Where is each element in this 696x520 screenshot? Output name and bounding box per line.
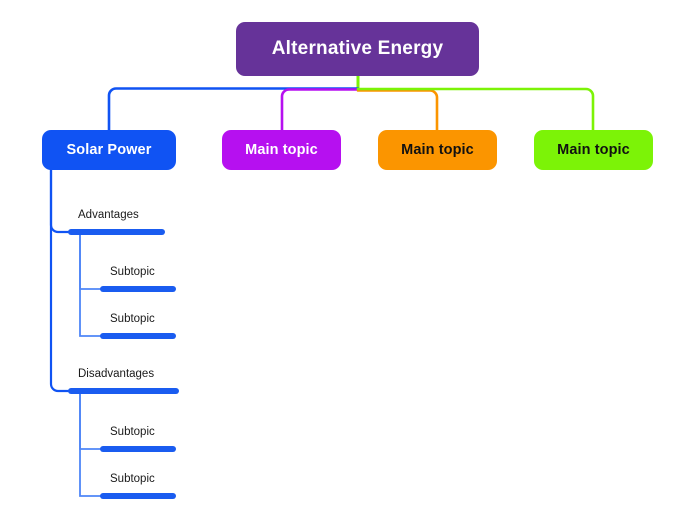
- branch-label-subtopic[interactable]: Subtopic: [110, 473, 155, 485]
- connector-disadvantages-subtopic-2: [79, 390, 101, 497]
- connector-solar-to-advantages: [49, 168, 72, 234]
- connector-to-main-topic-2: [280, 88, 360, 132]
- main-topic-node-2[interactable]: Main topic: [222, 130, 341, 170]
- branch-label-subtopic[interactable]: Subtopic: [110, 426, 155, 438]
- branch-bar-disadvantages[interactable]: [68, 388, 179, 394]
- connector-advantages-subtopic-2: [79, 231, 101, 337]
- main-topic-node-3[interactable]: Main topic: [378, 130, 497, 170]
- branch-label-disadvantages[interactable]: Disadvantages: [78, 368, 155, 380]
- root-node[interactable]: Alternative Energy: [236, 22, 479, 76]
- connector-to-solar-power: [107, 87, 360, 132]
- connector-solar-to-disadvantages: [49, 168, 72, 393]
- branch-bar-subtopic[interactable]: [100, 493, 176, 499]
- branch-bar-subtopic[interactable]: [100, 446, 176, 452]
- connector-advantages-subtopic-1: [79, 231, 101, 290]
- main-topic-node-4[interactable]: Main topic: [534, 130, 653, 170]
- main-topic-label: Main topic: [557, 142, 630, 158]
- main-topic-node-solar-power[interactable]: Solar Power: [42, 130, 176, 170]
- connector-disadvantages-subtopic-1: [79, 390, 101, 450]
- connector-to-main-topic-4: [356, 87, 595, 132]
- connector-to-main-topic-3: [356, 89, 439, 132]
- branch-label-subtopic[interactable]: Subtopic: [110, 266, 155, 278]
- main-topic-label: Main topic: [245, 142, 318, 158]
- main-topic-label: Main topic: [401, 142, 474, 158]
- root-node-label: Alternative Energy: [271, 38, 444, 59]
- branch-bar-subtopic[interactable]: [100, 333, 176, 339]
- branch-bar-advantages[interactable]: [68, 229, 165, 235]
- main-topic-label: Solar Power: [66, 142, 152, 158]
- branch-label-advantages[interactable]: Advantages: [78, 209, 139, 221]
- branch-bar-subtopic[interactable]: [100, 286, 176, 292]
- branch-label-subtopic[interactable]: Subtopic: [110, 313, 155, 325]
